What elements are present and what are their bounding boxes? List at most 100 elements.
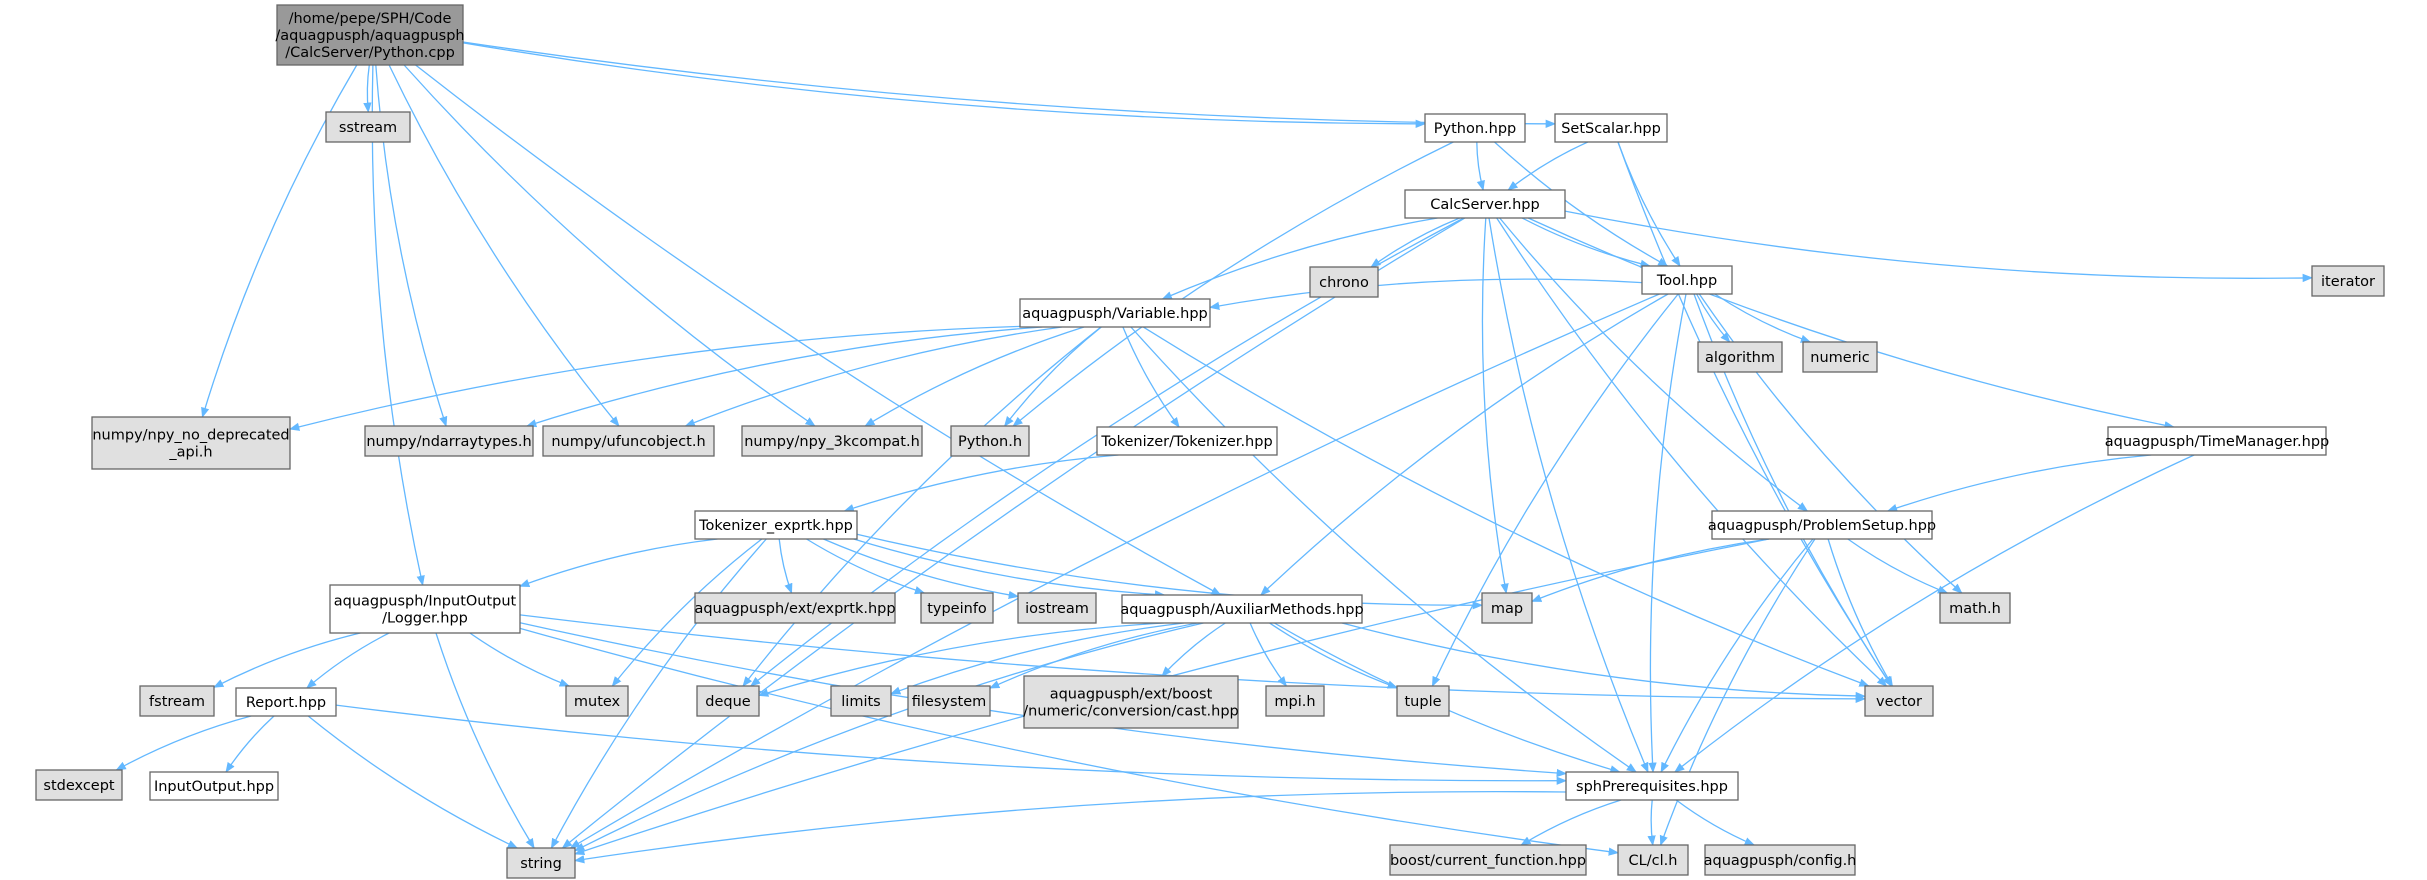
node-tool_hpp[interactable]: Tool.hpp — [1641, 265, 1733, 295]
node-label: stdexcept — [43, 778, 115, 794]
node-box — [696, 685, 760, 717]
edge-tool_hpp-to-numeric — [1714, 293, 1812, 343]
node-calcserver_hpp[interactable]: CalcServer.hpp — [1404, 189, 1566, 219]
node-python_hpp[interactable]: Python.hpp — [1424, 113, 1526, 143]
node-timemanager_hpp[interactable]: aquagpusph/TimeManager.hpp — [2105, 426, 2330, 456]
node-label: aquagpusph/ext/exprtk.hpp — [694, 601, 895, 617]
node-tokenizer_hpp[interactable]: Tokenizer/Tokenizer.hpp — [1096, 426, 1278, 456]
node-box — [694, 592, 896, 624]
node-auxiliar_hpp[interactable]: aquagpusph/AuxiliarMethods.hpp — [1120, 594, 1364, 624]
node-iostream: iostream — [1017, 592, 1097, 624]
node-report_hpp[interactable]: Report.hpp — [235, 687, 337, 717]
node-vector: vector — [1864, 685, 1934, 717]
node-problemsetup_hpp[interactable]: aquagpusph/ProblemSetup.hpp — [1708, 510, 1936, 540]
node-numeric: numeric — [1802, 341, 1878, 373]
edge-calcserver_hpp-to-string — [561, 217, 1466, 849]
node-label: deque — [705, 694, 751, 710]
node-label: Tokenizer/Tokenizer.hpp — [1100, 434, 1272, 450]
node-box — [1704, 844, 1856, 876]
node-box — [506, 847, 576, 879]
node-sphprereq_hpp[interactable]: sphPrerequisites.hpp — [1565, 771, 1739, 801]
node-inputoutput_hpp[interactable]: InputOutput.hpp — [149, 771, 279, 801]
edge-calcserver_hpp-to-iterator — [1564, 210, 2314, 283]
node-label: numpy/ufuncobject.h — [551, 434, 705, 450]
node-ndarraytypes: numpy/ndarraytypes.h — [364, 425, 534, 457]
edge-tokenizer_exprtk-to-string — [550, 538, 767, 849]
node-box — [741, 425, 923, 457]
edges-layer — [115, 41, 2314, 864]
node-box — [1396, 685, 1450, 717]
node-boost_curfunc: boost/current_function.hpp — [1389, 844, 1587, 876]
node-algorithm: algorithm — [1697, 341, 1783, 373]
edge-tokenizer_exprtk-to-mutex — [611, 538, 763, 687]
node-box — [1019, 298, 1211, 328]
node-label: /home/pepe/SPH/Code — [289, 11, 452, 27]
edge-tool_hpp-to-sphprereq_hpp — [1648, 293, 1687, 774]
node-box — [1017, 592, 1097, 624]
edge-calcserver_hpp-to-vector — [1496, 217, 1888, 687]
edge-tokenizer_exprtk-to-map — [856, 533, 1484, 610]
edge-sphprereq_hpp-to-boost_curfunc — [1520, 799, 1622, 846]
edge-variable_hpp-to-ndarraytypes — [526, 326, 1043, 428]
node-label: iostream — [1025, 601, 1089, 617]
node-box — [1424, 113, 1526, 143]
edge-calcserver_hpp-to-sphprereq_hpp — [1488, 217, 1649, 773]
node-label: vector — [1876, 694, 1922, 710]
edge-problemsetup_hpp-to-sphprereq_hpp — [1660, 538, 1814, 773]
node-logger_hpp[interactable]: aquagpusph/InputOutput/Logger.hpp — [329, 584, 521, 634]
node-label: /CalcServer/Python.cpp — [285, 45, 455, 61]
node-label: Tokenizer_exprtk.hpp — [698, 518, 853, 534]
edge-calcserver_hpp-to-tool_hpp — [1521, 217, 1651, 268]
node-npy_no_deprecated: numpy/npy_no_deprecated_api.h — [91, 416, 291, 470]
node-box — [1309, 266, 1379, 298]
edge-auxiliar_hpp-to-vector — [1341, 622, 1867, 701]
node-label: aquagpusph/ext/boost — [1050, 686, 1213, 702]
node-iterator: iterator — [2311, 265, 2385, 297]
nodes-layer: /home/pepe/SPH/Code/aquagpusph/aquagpusp… — [35, 4, 2385, 879]
node-boost_cast: aquagpusph/ext/boost/numeric/conversion/… — [1023, 675, 1239, 729]
edge-timemanager_hpp-to-sphprereq_hpp — [1674, 454, 2195, 773]
edge-logger_hpp-to-string — [435, 632, 535, 849]
node-npy_3kcompat: numpy/npy_3kcompat.h — [741, 425, 923, 457]
node-python_cpp[interactable]: /home/pepe/SPH/Code/aquagpusph/aquagpusp… — [275, 4, 465, 66]
node-label: aquagpusph/TimeManager.hpp — [2105, 434, 2330, 450]
node-label: iterator — [2321, 274, 2375, 290]
node-box — [35, 769, 123, 801]
edge-setscalar_hpp-to-vector — [1617, 141, 1893, 687]
node-label: Tool.hpp — [1656, 273, 1717, 289]
node-setscalar_hpp[interactable]: SetScalar.hpp — [1554, 113, 1668, 143]
node-string: string — [506, 847, 576, 879]
node-label: aquagpusph/ProblemSetup.hpp — [1708, 518, 1936, 534]
edge-timemanager_hpp-to-problemsetup_hpp — [1886, 454, 2152, 512]
edge-tokenizer_exprtk-to-typeinfo — [806, 538, 926, 595]
node-label: InputOutput.hpp — [154, 779, 274, 795]
node-box — [830, 685, 892, 717]
edge-python_hpp-to-python_h — [1012, 141, 1454, 427]
node-typeinfo: typeinfo — [920, 592, 994, 624]
node-box — [920, 592, 994, 624]
node-limits: limits — [830, 685, 892, 717]
node-box — [1617, 844, 1689, 876]
node-label: aquagpusph/config.h — [1704, 853, 1857, 869]
edge-report_hpp-to-stdexcept — [115, 715, 252, 771]
node-label: numpy/npy_no_deprecated — [92, 427, 289, 443]
node-box — [1641, 265, 1733, 295]
node-box — [1404, 189, 1566, 219]
node-box — [329, 584, 521, 634]
edge-tool_hpp-to-math_h — [1698, 293, 1963, 594]
edge-calcserver_hpp-to-timemanager_hpp — [1527, 217, 2175, 430]
edge-variable_hpp-to-sphprereq_hpp — [1130, 326, 1637, 773]
node-label: fstream — [149, 694, 205, 710]
edge-auxiliar_hpp-to-deque — [758, 622, 1164, 697]
edge-auxiliar_hpp-to-limits — [890, 622, 1185, 695]
edge-variable_hpp-to-ufuncobject — [684, 326, 1062, 427]
node-chrono: chrono — [1309, 266, 1379, 298]
edge-report_hpp-to-inputoutput_hpp — [225, 715, 275, 773]
edge-problemsetup_hpp-to-map — [1531, 538, 1769, 603]
node-box — [1121, 594, 1363, 624]
edge-python_cpp-to-npy_no_deprecated — [201, 64, 358, 418]
node-box — [694, 510, 858, 540]
node-variable_hpp[interactable]: aquagpusph/Variable.hpp — [1019, 298, 1211, 328]
node-tokenizer_exprtk[interactable]: Tokenizer_exprtk.hpp — [694, 510, 858, 540]
node-box — [1711, 510, 1933, 540]
